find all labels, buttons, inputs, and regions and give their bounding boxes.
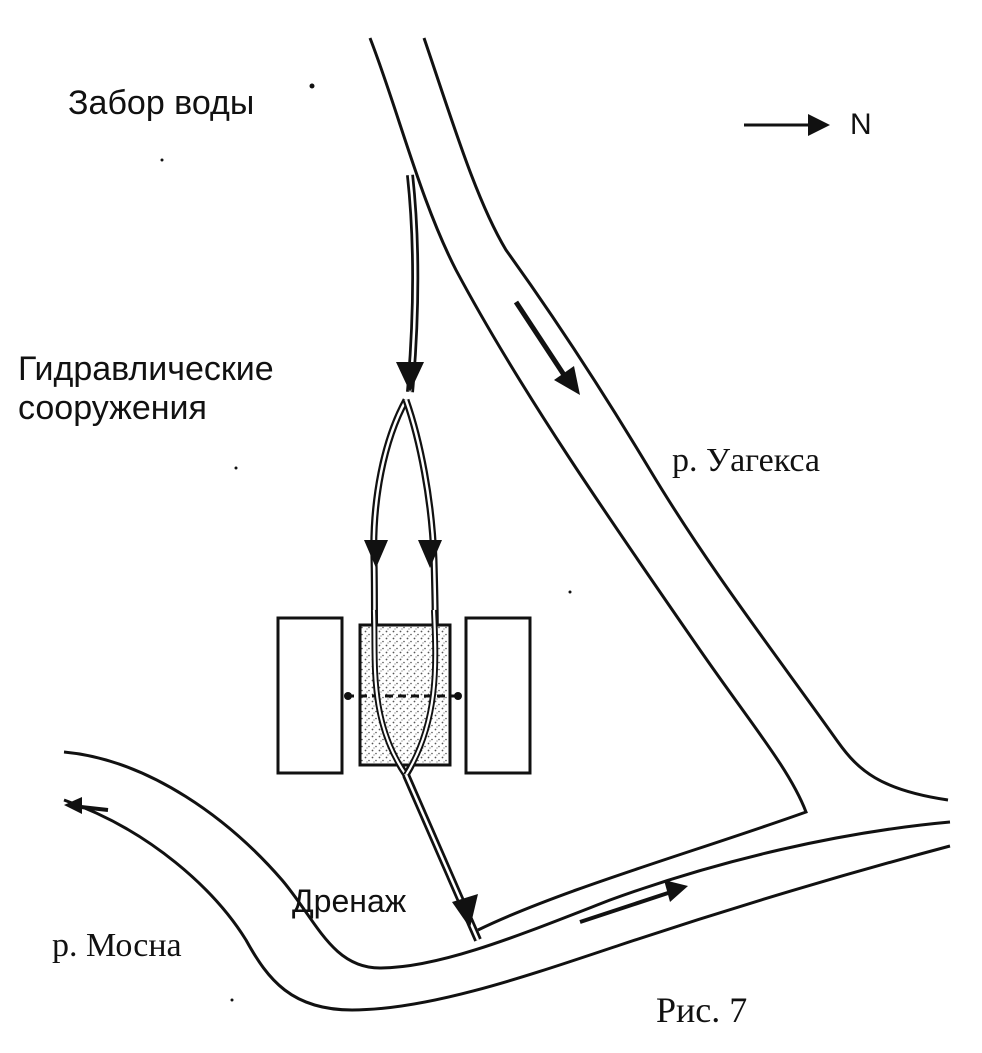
speck bbox=[160, 158, 164, 162]
branch-right-arrow-icon bbox=[418, 540, 442, 568]
river-uagexa-label: р. Уагекса bbox=[672, 442, 821, 479]
branch-right-over-core bbox=[405, 609, 437, 776]
uagexa-bank-left bbox=[368, 37, 808, 932]
branch-left-arrow-icon bbox=[364, 540, 388, 568]
speck bbox=[309, 83, 315, 89]
north-arrow-icon bbox=[744, 114, 830, 136]
drainage-label: Дренаж bbox=[292, 883, 407, 919]
left-basin bbox=[276, 616, 344, 775]
speck bbox=[230, 998, 234, 1002]
river-mosna-label: р. Мосна bbox=[52, 927, 182, 964]
figure-caption: Рис. 7 bbox=[656, 990, 748, 1030]
intake-arrow-icon bbox=[396, 362, 424, 392]
speck bbox=[234, 466, 238, 470]
intake-channel-core bbox=[408, 174, 417, 393]
uagexa-bank-right bbox=[422, 37, 949, 802]
right-basin bbox=[464, 616, 532, 775]
hydraulic-structures-label: Гидравлические сооружения bbox=[18, 350, 274, 428]
mosna-bank-lower bbox=[63, 798, 951, 1012]
uagexa-flow-arrow-icon bbox=[513, 300, 580, 395]
divider-right-node bbox=[454, 692, 462, 700]
water-intake-label: Забор воды bbox=[68, 84, 255, 122]
divider-left-node bbox=[344, 692, 352, 700]
upstream-arrow-icon bbox=[64, 797, 109, 814]
drainage-arrow-icon bbox=[452, 894, 478, 928]
speck bbox=[568, 590, 572, 594]
branch-left-over-core bbox=[372, 609, 407, 776]
north-label: N bbox=[850, 108, 872, 141]
mosna-bank-upper bbox=[63, 750, 951, 970]
mosna-flow-arrow-icon bbox=[579, 880, 688, 924]
